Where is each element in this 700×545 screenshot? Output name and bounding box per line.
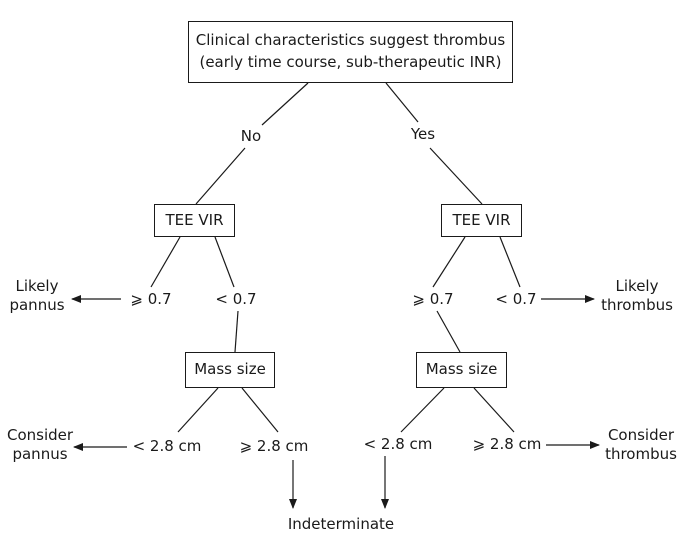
edge-right-mass [436,310,461,353]
edge-right-mass-lt [400,387,445,433]
mass-right-lt: < 2.8 cm [363,435,433,454]
tee-vir-node-right: TEE VIR [441,204,522,237]
tee-vir-node-left: TEE VIR [154,204,235,237]
outcome-likely-pannus: Likely pannus [9,277,65,315]
edge-left-mass [234,310,239,353]
edge-left-mass-ge [241,387,279,433]
edge-right-mass-ge [473,387,515,433]
tee-vir-right-label: TEE VIR [452,210,511,229]
vir-left-ge: ⩾ 0.7 [130,290,172,309]
mass-left-ge: ⩾ 2.8 cm [239,437,309,456]
vir-right-ge: ⩾ 0.7 [412,290,454,309]
edge-right-lt [499,236,521,288]
edge-left-mass-lt [177,387,219,433]
edge-no-lower [195,147,246,205]
mass-size-node-left: Mass size [185,352,275,388]
mass-right-ge: ⩾ 2.8 cm [472,435,542,454]
vir-left-lt: < 0.7 [215,290,257,309]
root-line-2: (early time course, sub-therapeutic INR) [199,53,502,71]
branch-no-label: No [240,127,262,146]
vir-right-lt: < 0.7 [495,290,537,309]
edge-yes-lower [429,147,483,205]
root-line-1: Clinical characteristics suggest thrombu… [195,31,506,50]
tee-vir-left-label: TEE VIR [165,210,224,229]
outcome-consider-pannus: Consider pannus [6,426,74,464]
outcome-indeterminate: Indeterminate [287,515,395,534]
outcome-consider-thrombus: Consider thrombus [605,426,677,464]
edge-yes-upper [385,82,419,123]
mass-size-left-label: Mass size [194,360,266,379]
mass-left-lt: < 2.8 cm [132,437,202,456]
mass-size-node-right: Mass size [416,352,507,388]
mass-size-right-label: Mass size [425,360,498,379]
edge-left-ge [150,236,181,288]
edge-no-upper [261,82,309,126]
edge-left-lt [214,236,235,288]
outcome-likely-thrombus: Likely thrombus [601,277,673,315]
branch-yes-label: Yes [410,125,436,144]
root-node: Clinical characteristics suggest thrombu… [188,21,513,83]
edge-right-ge [432,236,466,288]
